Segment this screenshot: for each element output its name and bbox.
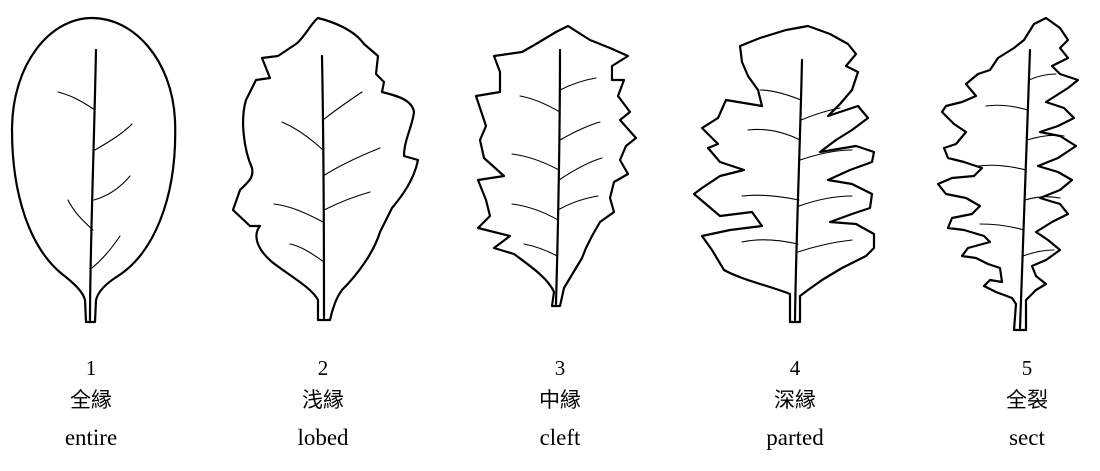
leaf-name-japanese: 深縁 — [715, 382, 875, 418]
leaf-parted-vein — [799, 196, 852, 206]
leaf-name-japanese: 全縁 — [11, 382, 171, 418]
leaf-lobed-vein — [323, 92, 362, 120]
leaf-sect-vein — [980, 224, 1024, 230]
leaf-number: 4 — [715, 354, 875, 382]
leaf-parted-vein — [742, 240, 798, 244]
leaf-sect-drawing — [938, 18, 1078, 330]
leaf-sect-vein — [986, 105, 1028, 110]
leaf-name-english: parted — [715, 418, 875, 458]
leaf-name-english: sect — [947, 418, 1100, 458]
leaf-parted-vein — [798, 240, 852, 252]
leaf-lobed-midrib — [322, 56, 324, 318]
leaf-sect-vein — [1023, 250, 1054, 256]
leaf-number: 5 — [947, 354, 1100, 382]
leaf-caption-sect: 5 全裂 sect — [947, 354, 1100, 458]
leaf-cleft-vein — [520, 96, 560, 112]
leaf-sect-vein — [1029, 74, 1056, 80]
leaf-number: 2 — [243, 354, 403, 382]
leaf-cleft-vein — [512, 204, 558, 220]
leaf-parted-vein — [742, 195, 799, 200]
leaf-parted-vein — [760, 90, 801, 100]
leaf-entire-vein — [68, 200, 93, 230]
leaf-caption-parted: 4 深縁 parted — [715, 354, 875, 458]
leaf-name-english: lobed — [243, 418, 403, 458]
leaf-sect-outline — [938, 18, 1078, 330]
leaf-cleft-midrib — [556, 50, 560, 304]
leaf-cleft-vein — [560, 78, 596, 90]
leaf-parted-outline — [694, 26, 874, 322]
leaf-sect-vein — [978, 165, 1026, 170]
leaf-caption-entire: 1 全縁 entire — [11, 354, 171, 458]
leaf-cleft-vein — [512, 154, 559, 170]
leaf-lobed-vein — [324, 192, 370, 210]
leaf-parted-drawing — [694, 26, 874, 322]
leaf-cleft-drawing — [476, 26, 636, 306]
leaf-parted-vein — [748, 129, 800, 140]
leaf-name-english: entire — [11, 418, 171, 458]
leaf-lobed-outline — [233, 18, 418, 320]
leaf-name-english: cleft — [480, 418, 640, 458]
leaf-caption-lobed: 2 浅縁 lobed — [243, 354, 403, 458]
leaf-caption-cleft: 3 中縁 cleft — [480, 354, 640, 458]
leaf-number: 1 — [11, 354, 171, 382]
leaf-entire-vein — [95, 124, 132, 150]
leaf-cleft-vein — [558, 196, 598, 210]
leaf-cleft-vein — [560, 122, 600, 140]
leaf-name-japanese: 浅縁 — [243, 382, 403, 418]
leaf-name-japanese: 中縁 — [480, 382, 640, 418]
leaf-entire-midrib — [90, 50, 96, 320]
leaf-name-japanese: 全裂 — [947, 382, 1100, 418]
leaf-sect-midrib — [1020, 50, 1030, 328]
leaf-cleft-vein — [559, 158, 602, 180]
leaf-entire-vein — [94, 176, 130, 200]
leaf-entire-drawing — [12, 18, 175, 322]
leaf-drawings — [0, 0, 1100, 340]
leaf-lobed-drawing — [233, 18, 418, 320]
leaf-cleft-vein — [524, 244, 557, 256]
leaf-lobed-vein — [274, 204, 323, 222]
leaf-number: 3 — [480, 354, 640, 382]
leaf-entire-vein — [58, 92, 95, 110]
leaf-lobed-vein — [282, 122, 323, 150]
leaf-lobed-vein — [290, 244, 324, 262]
leaf-entire-vein — [92, 236, 120, 268]
leaf-lobed-vein — [323, 148, 380, 176]
